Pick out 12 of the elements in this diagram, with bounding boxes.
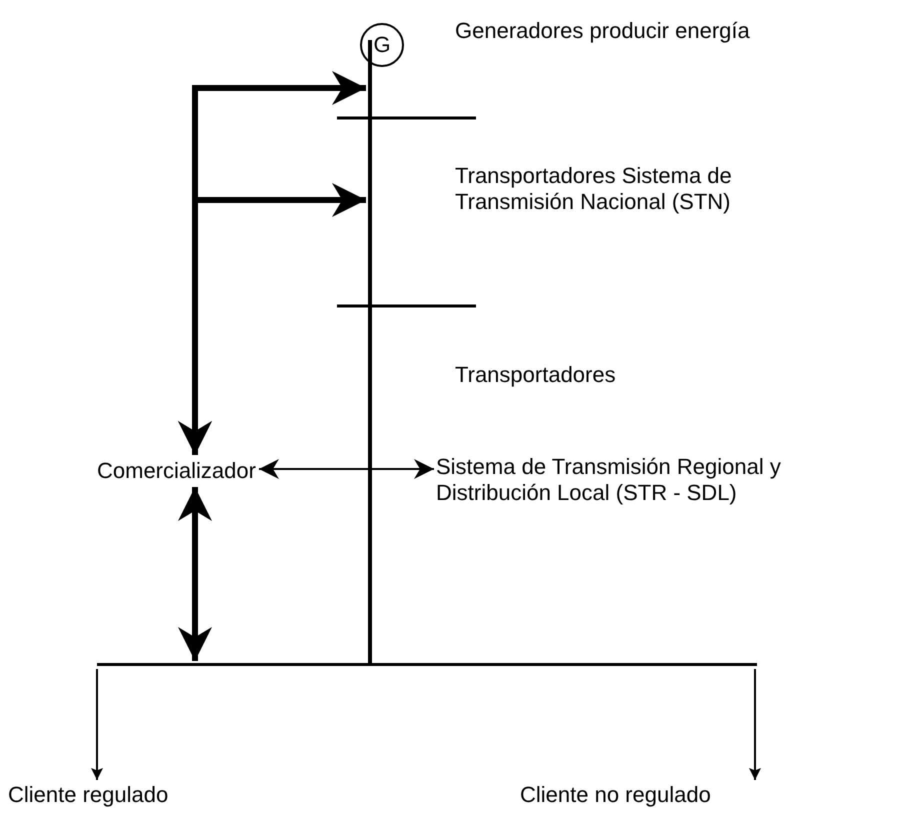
arrow xyxy=(178,487,212,661)
arrow xyxy=(749,669,761,780)
arrow xyxy=(91,669,103,780)
section-label: Transportadores xyxy=(455,362,617,388)
node-label: Sistema de Transmisión Regional y Distribución Local (STR - SDL) xyxy=(436,454,786,508)
section-label: Generadores producir energía xyxy=(455,18,751,44)
section-label: Transportadores Sistema de Transmisión Nacional (STN) xyxy=(455,163,733,215)
arrow xyxy=(258,459,434,479)
bus-line xyxy=(97,663,757,666)
node-label: Cliente no regulado xyxy=(520,782,780,810)
node-label: Comercializador xyxy=(97,458,256,484)
node-label: Cliente regulado xyxy=(8,782,198,810)
